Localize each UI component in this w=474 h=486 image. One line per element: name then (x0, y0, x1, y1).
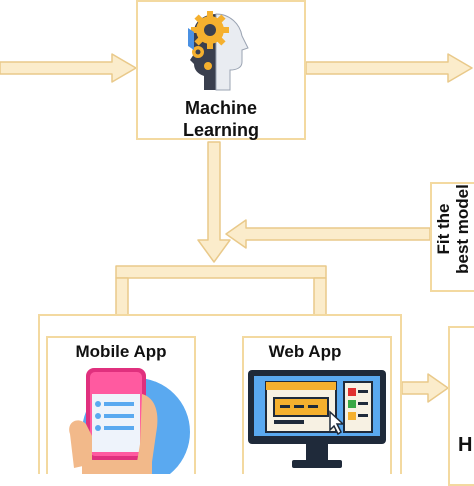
machine-learning-node: Machine Learning (136, 0, 306, 140)
smartphone-hand-icon (69, 368, 190, 474)
mobile-app-node: Mobile App (46, 336, 196, 474)
right-partial-label: H (458, 434, 473, 456)
ml-label-line1: Machine (184, 98, 258, 118)
web-monitor-icon (248, 370, 386, 468)
arrow-into-ml (0, 53, 137, 83)
ml-label-line2: Learning (182, 120, 259, 140)
arrow-ml-down (197, 141, 231, 263)
arrow-to-right-box (401, 373, 449, 403)
fit-model-node: Fit the best model (430, 182, 474, 292)
fit-model-text: Fit the best model (434, 184, 474, 284)
fit-label-line2: best model (453, 184, 472, 274)
web-app-node: Web App (242, 336, 392, 474)
web-app-label: Web App (268, 342, 342, 361)
ml-head-gear-icon (188, 11, 249, 91)
arrow-fit-to-main (225, 219, 431, 249)
fit-label-line1: Fit the (434, 203, 453, 255)
connector-layer (0, 53, 473, 403)
split-bar (115, 265, 327, 279)
right-partial-node: H (448, 326, 474, 486)
arrow-out-of-ml (305, 53, 473, 83)
mobile-app-label: Mobile App (75, 342, 167, 361)
